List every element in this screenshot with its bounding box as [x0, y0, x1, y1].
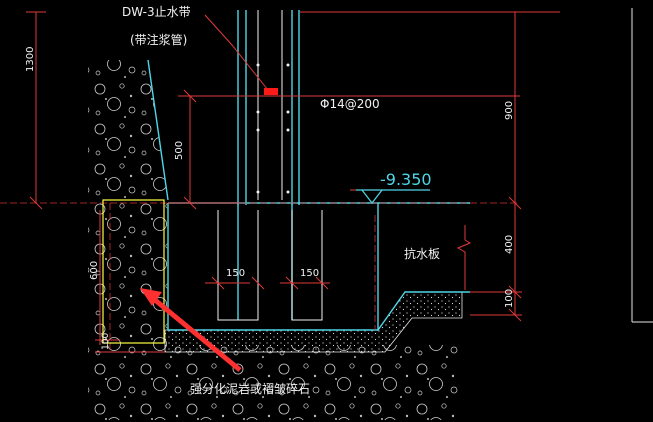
- dim-1300: 1300: [25, 47, 36, 72]
- rebar-dots: [256, 63, 290, 194]
- dimension-lines: [26, 11, 560, 353]
- waterstop-label: DW-3止水带: [122, 5, 191, 19]
- dim-400: 400: [504, 235, 515, 254]
- dim-100-bottom: 100: [101, 333, 111, 350]
- dim-150-left: 150: [226, 268, 245, 279]
- rock-fill-left: [88, 60, 168, 345]
- highlight-frame: [102, 199, 165, 344]
- elevation-marker: [356, 189, 430, 204]
- dim-500: 500: [174, 141, 185, 160]
- rebar-label: Φ14@200: [320, 97, 380, 111]
- dim-100: 100: [504, 289, 515, 308]
- waterstop-leader: [204, 14, 269, 91]
- center-lines: [0, 202, 520, 352]
- slab-label: 抗水板: [404, 246, 440, 261]
- dim-150-right: 150: [300, 268, 319, 279]
- annotation-arrow: [140, 288, 242, 372]
- break-line: [456, 225, 472, 290]
- dim-600: 600: [89, 261, 100, 280]
- waterstop-marker: [264, 88, 278, 95]
- elevation-label: -9.350: [380, 170, 432, 189]
- pile-lines: [217, 10, 323, 321]
- grout-pipe-label: (带注浆管): [130, 32, 187, 47]
- rock-fill-bottom: [88, 345, 460, 420]
- dim-900: 900: [504, 101, 515, 120]
- rock-label: 强分化泥岩或褶皱碎石: [190, 381, 310, 396]
